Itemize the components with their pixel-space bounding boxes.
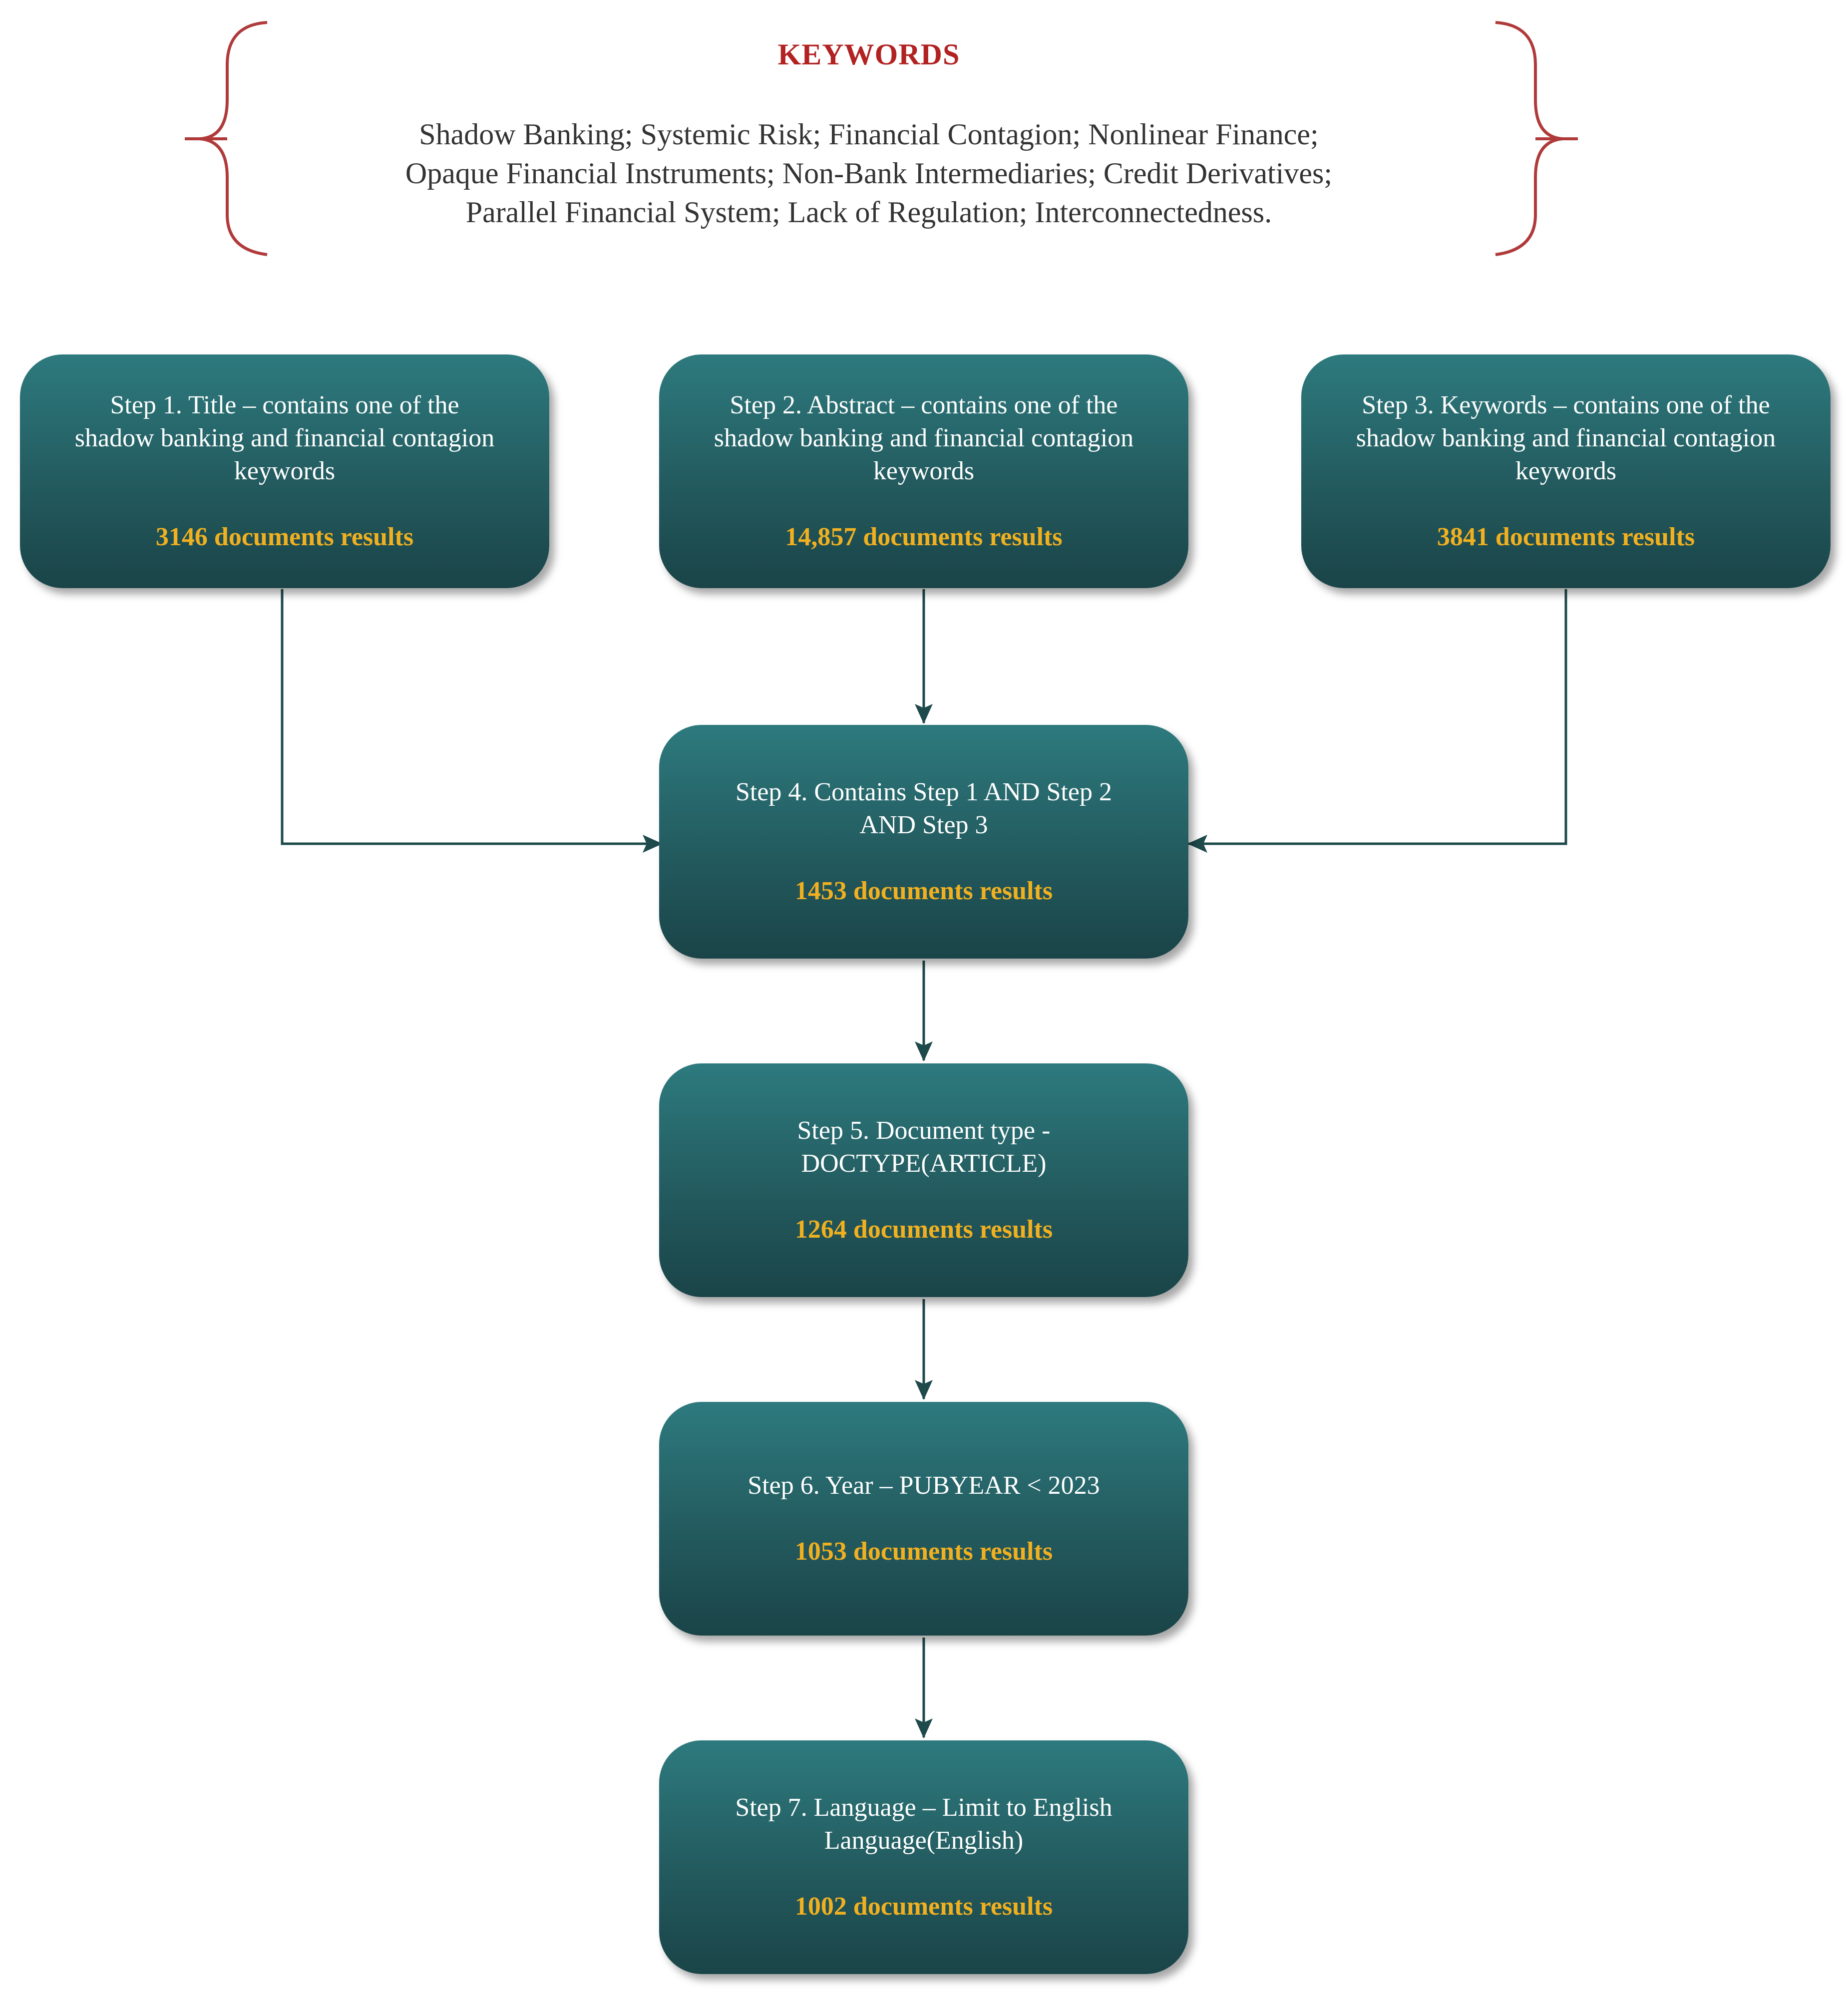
step-7-description: Step 7. Language – Limit to English Lang…	[735, 1791, 1112, 1857]
step-1-line: shadow banking and financial contagion	[74, 424, 495, 452]
step-7-result: 1002 documents results	[794, 1892, 1053, 1921]
step-4-box: Step 4. Contains Step 1 AND Step 2 AND S…	[659, 725, 1188, 959]
step-1-box: Step 1. Title – contains one of the shad…	[20, 354, 549, 588]
connector-step1-to-step4	[281, 589, 663, 853]
step-5-description: Step 5. Document type - DOCTYPE(ARTICLE)	[797, 1114, 1051, 1180]
step-4-line: Step 4. Contains Step 1 AND Step 2	[735, 778, 1112, 806]
step-1-result: 3146 documents results	[155, 523, 414, 551]
keywords-line: Parallel Financial System; Lack of Regul…	[465, 196, 1272, 229]
step-5-line: DOCTYPE(ARTICLE)	[801, 1149, 1047, 1178]
step-3-line: Step 3. Keywords – contains one of the	[1362, 391, 1770, 419]
step-3-line: keywords	[1515, 457, 1617, 485]
step-6-box: Step 6. Year – PUBYEAR < 2023 1053 docum…	[659, 1402, 1188, 1636]
step-4-description: Step 4. Contains Step 1 AND Step 2 AND S…	[736, 776, 1112, 842]
step-2-description: Step 2. Abstract – contains one of the s…	[714, 389, 1133, 488]
step-1-line: Step 1. Title – contains one of the	[110, 391, 459, 419]
step-7-box: Step 7. Language – Limit to English Lang…	[659, 1740, 1188, 1974]
step-5-box: Step 5. Document type - DOCTYPE(ARTICLE)…	[659, 1063, 1188, 1297]
step-4-line: AND Step 3	[859, 811, 988, 839]
step-2-line: shadow banking and financial contagion	[714, 424, 1134, 452]
step-2-box: Step 2. Abstract – contains one of the s…	[659, 354, 1188, 588]
step-4-result: 1453 documents results	[794, 877, 1053, 905]
step-2-line: keywords	[873, 457, 975, 485]
step-3-description: Step 3. Keywords – contains one of the s…	[1356, 389, 1776, 488]
keywords-title: KEYWORDS	[777, 38, 960, 71]
step-5-line: Step 5. Document type -	[797, 1116, 1051, 1145]
step-6-result: 1053 documents results	[794, 1537, 1053, 1566]
connector-step3-to-step4	[1187, 589, 1567, 853]
step-5-result: 1264 documents results	[794, 1215, 1053, 1244]
step-7-line: Language(English)	[824, 1826, 1024, 1855]
keywords-line: Opaque Financial Instruments; Non-Bank I…	[405, 157, 1333, 190]
keywords-line: Shadow Banking; Systemic Risk; Financial…	[419, 118, 1319, 151]
step-1-description: Step 1. Title – contains one of the shad…	[75, 389, 494, 488]
step-3-box: Step 3. Keywords – contains one of the s…	[1301, 354, 1831, 588]
step-6-description: Step 6. Year – PUBYEAR < 2023	[747, 1469, 1100, 1502]
step-3-result: 3841 documents results	[1437, 523, 1695, 551]
keywords-list: Shadow Banking; Systemic Risk; Financial…	[220, 115, 1518, 232]
step-7-line: Step 7. Language – Limit to English	[735, 1793, 1112, 1822]
step-6-line: Step 6. Year – PUBYEAR < 2023	[747, 1471, 1100, 1500]
step-3-line: shadow banking and financial contagion	[1356, 424, 1776, 452]
step-1-line: keywords	[234, 457, 336, 485]
step-2-result: 14,857 documents results	[785, 523, 1063, 551]
step-2-line: Step 2. Abstract – contains one of the	[730, 391, 1118, 419]
